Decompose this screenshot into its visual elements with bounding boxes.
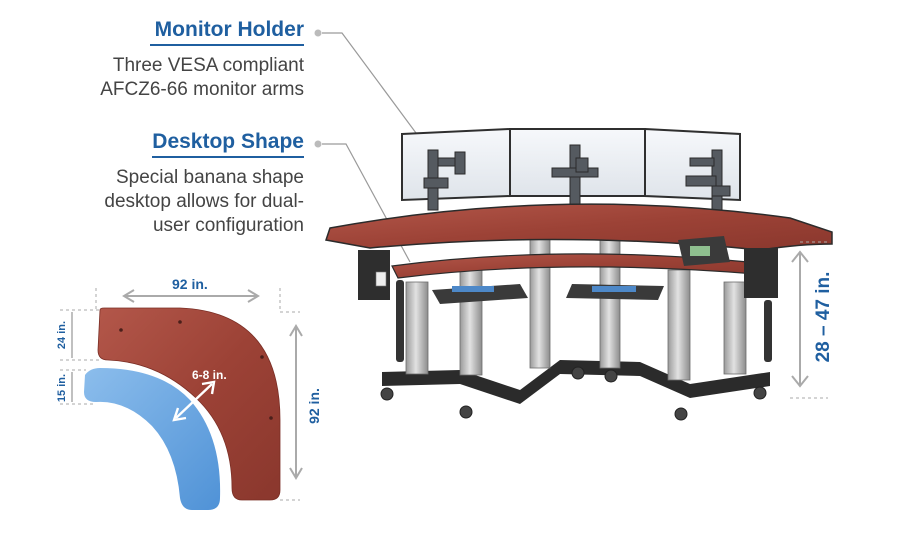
- monitor-holder-title: Monitor Holder: [154, 18, 304, 41]
- depth-label: 92 in.: [306, 388, 322, 424]
- gap-label: 6-8 in.: [192, 368, 227, 382]
- height-range-label: 28 – 47 in.: [813, 271, 834, 363]
- desktop-shape-line1: Special banana shape: [115, 167, 304, 188]
- desktop-shape-line2: desktop allows for dual-: [104, 191, 304, 212]
- desk-frame: [380, 227, 772, 421]
- monitor-holder-callout: Monitor Holder Three VESA compliant AFCZ…: [80, 18, 304, 102]
- width-label: 92 in.: [172, 276, 208, 292]
- desktop-shape-line3: user configuration: [152, 215, 304, 236]
- monitors: [401, 127, 741, 213]
- desktop-shape-callout: Desktop Shape Special banana shape deskt…: [80, 130, 304, 238]
- desktop-shape-diagram: [60, 288, 303, 510]
- desktop-shape-title: Desktop Shape: [152, 130, 304, 153]
- upper-depth-label: 24 in.: [56, 320, 68, 350]
- monitor-holder-underline: [150, 44, 304, 46]
- upper-desktop: [325, 203, 833, 251]
- lower-depth-label: 15 in.: [56, 373, 68, 403]
- desktop-shape-underline: [152, 156, 304, 158]
- height-dimension: [790, 241, 828, 399]
- monitor-holder-line2: AFCZ6-66 monitor arms: [100, 79, 304, 100]
- monitor-holder-line1: Three VESA compliant: [112, 55, 304, 76]
